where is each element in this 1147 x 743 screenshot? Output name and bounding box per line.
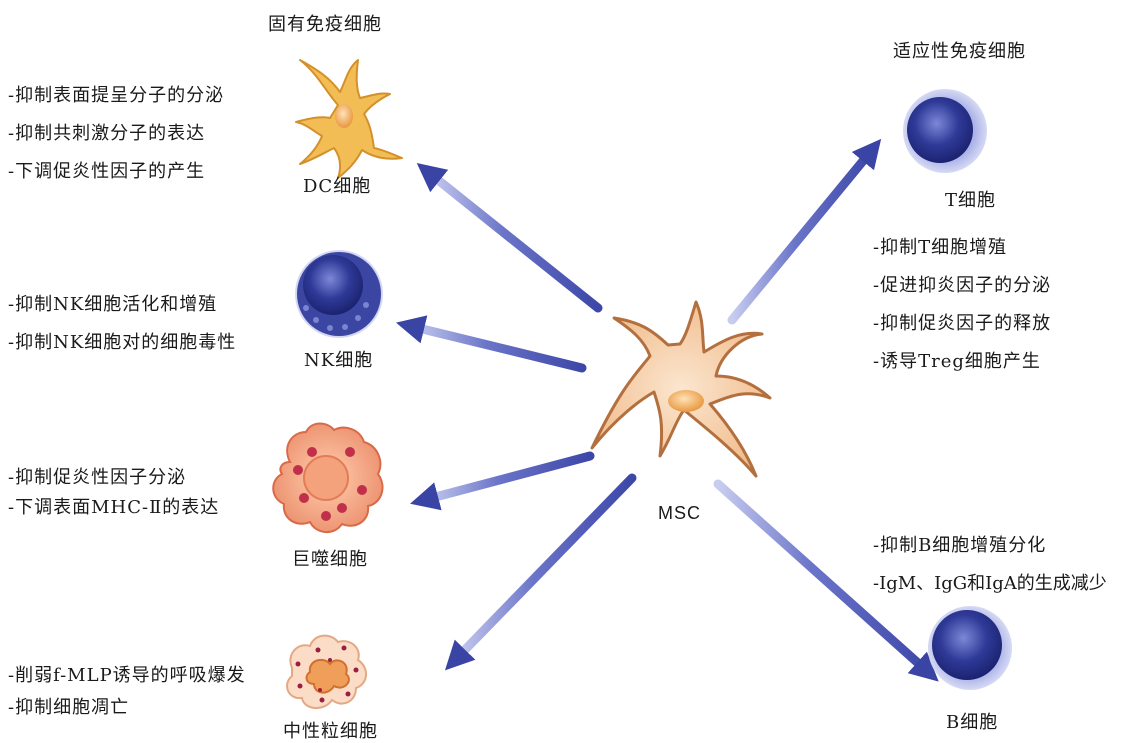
neutrophil-effects-list: -削弱f-MLP诱导的呼吸爆发 -抑制细胞凋亡	[8, 660, 246, 724]
innate-immunity-heading: 固有免疫细胞	[268, 14, 382, 36]
dc-effects-list: -抑制表面提呈分子的分泌 -抑制共刺激分子的表达 -下调促炎性因子的产生	[8, 77, 224, 191]
arrow-to-dc	[428, 172, 598, 308]
b-cell-label: B细胞	[946, 712, 998, 734]
dc-effect-item: -下调促炎性因子的产生	[8, 153, 224, 191]
t-cell-icon	[903, 89, 987, 173]
dc-effect-item: -抑制共刺激分子的表达	[8, 115, 224, 153]
dc-cell-label: DC细胞	[303, 176, 371, 198]
macrophage-effects-list: -抑制促炎性因子分泌 -下调表面MHC-Ⅱ的表达	[8, 463, 219, 523]
arrow-to-t-cell	[732, 150, 872, 320]
adaptive-immunity-heading: 适应性免疫细胞	[893, 41, 1026, 63]
macrophage-nucleus-icon	[304, 456, 348, 500]
msc-nucleus-icon	[668, 390, 704, 412]
dc-effect-item: -抑制表面提呈分子的分泌	[8, 77, 224, 115]
b-cell-effect-item: -IgM、IgG和IgA的生成减少	[873, 565, 1107, 603]
nk-cell-icon	[295, 250, 383, 338]
nk-effect-item: -抑制NK细胞对的细胞毒性	[8, 324, 236, 362]
macrophage-effect-item: -抑制促炎性因子分泌	[8, 463, 219, 493]
arrow-to-nk	[410, 326, 582, 368]
b-cell-effects-list: -抑制B细胞增殖分化 -IgM、IgG和IgA的生成减少	[873, 527, 1107, 603]
t-cell-label: T细胞	[945, 190, 996, 212]
nk-effects-list: -抑制NK细胞活化和增殖 -抑制NK细胞对的细胞毒性	[8, 286, 236, 362]
macrophage-effect-item: -下调表面MHC-Ⅱ的表达	[8, 493, 219, 523]
msc-label: MSC	[658, 502, 701, 524]
msc-cell-icon	[592, 302, 770, 476]
arrow-to-neutrophil	[455, 478, 632, 660]
t-cell-effect-item: -诱导Treg细胞产生	[873, 343, 1051, 381]
nk-effect-item: -抑制NK细胞活化和增殖	[8, 286, 236, 324]
b-cell-effect-item: -抑制B细胞增殖分化	[873, 527, 1107, 565]
neutrophil-effect-item: -抑制细胞凋亡	[8, 692, 246, 724]
t-cell-effect-item: -抑制促炎因子的释放	[873, 305, 1051, 343]
macrophage-label: 巨噬细胞	[292, 549, 368, 571]
dc-cell-icon	[296, 60, 402, 178]
arrow-to-macrophage	[424, 456, 590, 500]
neutrophil-icon	[287, 636, 366, 708]
nk-cell-label: NK细胞	[304, 350, 373, 372]
neutrophil-label: 中性粒细胞	[283, 721, 378, 743]
t-cell-effects-list: -抑制T细胞增殖 -促进抑炎因子的分泌 -抑制促炎因子的释放 -诱导Treg细胞…	[873, 229, 1051, 381]
t-cell-effect-item: -抑制T细胞增殖	[873, 229, 1051, 267]
b-cell-icon	[928, 606, 1012, 690]
dc-nucleus-icon	[335, 104, 353, 128]
t-cell-effect-item: -促进抑炎因子的分泌	[873, 267, 1051, 305]
neutrophil-effect-item: -削弱f-MLP诱导的呼吸爆发	[8, 660, 246, 692]
macrophage-icon	[273, 424, 382, 533]
